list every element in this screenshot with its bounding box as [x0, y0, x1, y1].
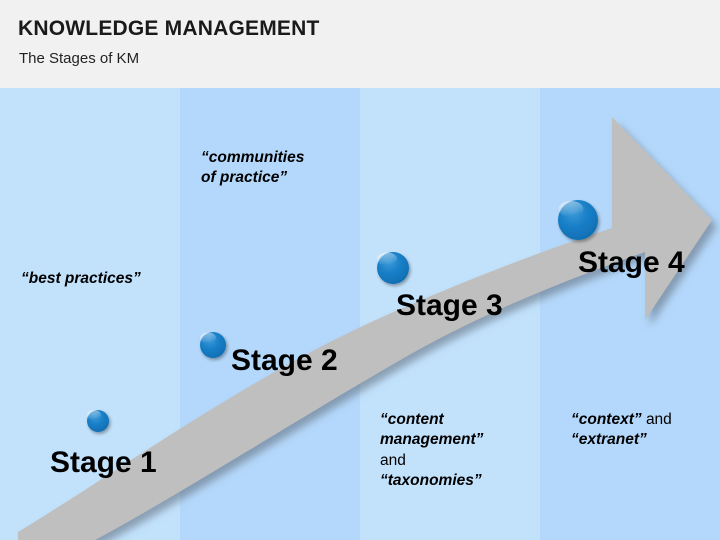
- callout-context-and: and: [645, 411, 672, 428]
- stage-label-3: Stage 3: [396, 289, 503, 322]
- callout-context-line-2: “extranet”: [571, 431, 647, 449]
- background-band-stage-4: [540, 88, 720, 540]
- callout-best-practices-line-1: “best practices”: [21, 270, 141, 287]
- callout-communities-of-practice: “communities of practice”: [201, 148, 304, 189]
- callout-context-line-1: “context” and: [571, 410, 672, 430]
- callout-context-quoted: “context”: [571, 411, 642, 428]
- callout-content-line-2: management”: [380, 431, 484, 449]
- callout-content-line-3: and: [380, 451, 406, 469]
- callout-best-practices: “best practices”: [21, 269, 141, 289]
- stage-label-1: Stage 1: [50, 446, 157, 479]
- callout-context-extranet: “context” and “extranet”: [571, 410, 672, 451]
- page-title: KNOWLEDGE MANAGEMENT: [18, 17, 320, 40]
- callout-content-line-1: “content: [380, 411, 444, 428]
- callout-communities-line-2: of practice”: [201, 169, 288, 187]
- callout-content-line-4: “taxonomies”: [380, 472, 482, 490]
- stage-label-4: Stage 4: [578, 246, 685, 279]
- slide-header: KNOWLEDGE MANAGEMENT The Stages of KM: [0, 0, 720, 88]
- callout-communities-line-1: “communities: [201, 149, 305, 166]
- stage-label-2: Stage 2: [231, 344, 338, 377]
- page-subtitle: The Stages of KM: [19, 50, 140, 67]
- callout-content-management: “content management” and “taxonomies”: [380, 410, 483, 492]
